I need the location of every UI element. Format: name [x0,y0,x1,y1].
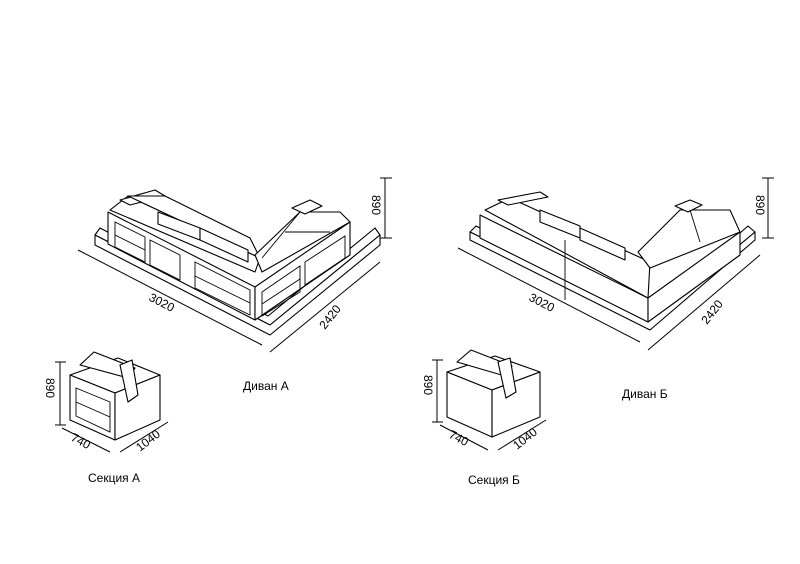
sofa-b-length-label: 3020 [527,290,557,315]
sofa-b-caption: Диван Б [622,387,668,401]
section-a-height-label: 890 [43,378,57,398]
sofa-a-depth-label: 2420 [316,302,344,332]
section-b-drawing [446,349,541,438]
section-a-depth-label: 1040 [133,427,163,455]
sofa-b-drawing [469,191,756,331]
sofa-b-depth-label: 2420 [698,297,726,327]
sofa-a-height-label: 890 [369,195,383,215]
sofa-b-height-label: 890 [753,195,767,215]
section-b-caption: Секция Б [468,473,520,487]
section-b-depth-label: 1040 [510,425,540,453]
section-a-drawing [69,351,161,441]
sofa-a-caption: Диван А [243,379,289,393]
section-b-height-label: 890 [421,375,435,395]
sofa-a-length-label: 3020 [147,290,177,315]
sofa-a-drawing [94,189,381,336]
section-a-caption: Секция А [88,471,140,485]
